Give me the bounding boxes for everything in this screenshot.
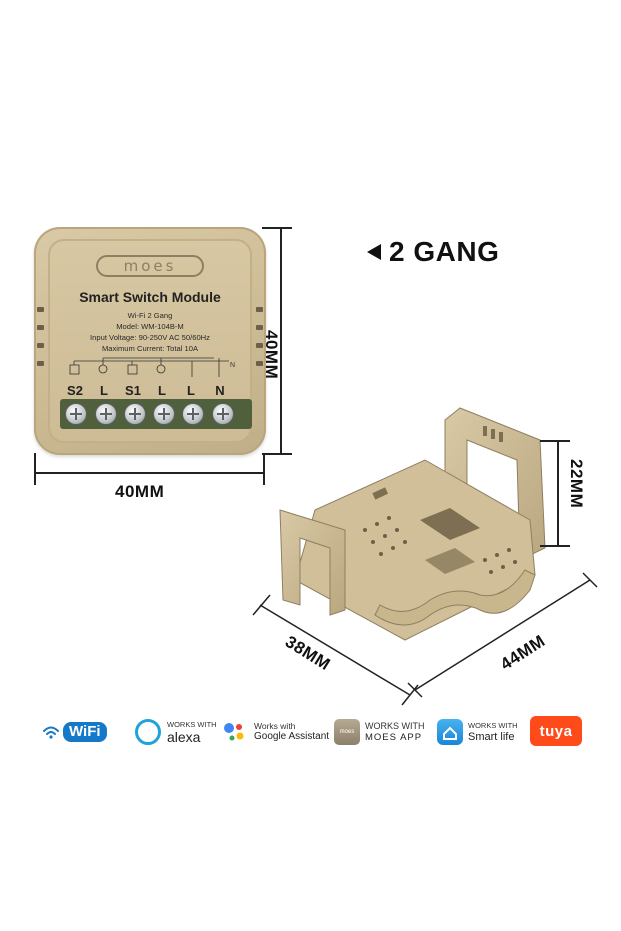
wiring-diagram: N: [69, 357, 235, 377]
screw-terminal: [124, 403, 146, 425]
vent: [256, 325, 263, 330]
google-text: Google Assistant: [254, 731, 330, 742]
module-spec-line: Model: WM-104B-M: [116, 322, 184, 331]
dimension-tick: [540, 440, 570, 442]
smart-life-works-with: WORKS WITH: [468, 720, 518, 730]
screw-terminal: [95, 403, 117, 425]
screw-terminal: [182, 403, 204, 425]
gang-text: 2 GANG: [389, 236, 500, 267]
alexa-logo: WORKS WITH alexa: [135, 714, 217, 750]
screw-terminal: [153, 403, 175, 425]
dimension-tick: [262, 227, 292, 229]
terminal-label: S2: [67, 383, 83, 398]
terminal-label: L: [100, 383, 108, 398]
vent: [256, 361, 263, 366]
module-title: Smart Switch Module: [79, 289, 221, 305]
moes-works-with: WORKS WITH: [365, 720, 425, 731]
google-works-with: Works with: [254, 721, 296, 731]
dimension-tick: [540, 545, 570, 547]
terminal-label: L: [158, 383, 166, 398]
module-height-label: 40MM: [262, 330, 281, 380]
vent: [37, 343, 44, 348]
moes-app-icon: moes: [334, 719, 360, 745]
dimension-line: [34, 472, 264, 474]
smart-life-icon: [437, 719, 463, 745]
svg-text:N: N: [230, 362, 235, 369]
terminal-label: L: [187, 383, 195, 398]
vent: [37, 307, 44, 312]
wifi-logo: WiFi: [42, 714, 107, 750]
dimension-tick: [262, 453, 292, 455]
dimension-line: [557, 440, 559, 546]
screw-terminal: [212, 403, 234, 425]
module-spec-line: Input Voltage: 90-250V AC 50/60Hz: [90, 333, 210, 342]
moes-app-logo: moes WORKS WITH MOES APP: [334, 714, 425, 750]
terminal-labels: S2 L S1 L L N: [62, 383, 248, 398]
smart-switch-module: moes Smart Switch Module Wi-Fi 2 Gang Mo…: [34, 227, 266, 455]
smart-life-logo: WORKS WITH Smart life: [437, 714, 518, 750]
tuya-logo: tuya: [530, 716, 582, 746]
vent: [256, 343, 263, 348]
terminal-block: [60, 399, 252, 429]
screw-terminal: [65, 403, 87, 425]
smart-life-text: Smart life: [468, 730, 515, 743]
moes-text: MOES APP: [365, 731, 423, 743]
google-assistant-logo: Works with Google Assistant: [223, 714, 329, 750]
vent: [37, 325, 44, 330]
bracket-width-dimension: [407, 572, 598, 698]
tuya-text: tuya: [539, 722, 573, 740]
alexa-works-with: WORKS WITH: [167, 719, 217, 729]
bracket-depth-dimension: [252, 594, 419, 706]
mounting-bracket: [279, 407, 546, 641]
module-spec-line: Wi-Fi 2 Gang: [127, 311, 173, 320]
dimension-line: [280, 227, 282, 454]
left-triangle-icon: [367, 244, 381, 260]
wifi-badge: WiFi: [63, 722, 107, 742]
terminal-label: S1: [125, 383, 141, 398]
brand-logo: moes: [96, 255, 204, 277]
module-width-label: 40MM: [115, 482, 165, 501]
terminal-label: N: [215, 383, 225, 398]
vent: [256, 307, 263, 312]
google-assistant-icon: [224, 723, 244, 741]
gang-label: 2 GANG: [367, 236, 499, 268]
alexa-text: alexa: [167, 728, 201, 745]
dimension-tick: [34, 453, 36, 485]
bracket-height-label: 22MM: [567, 459, 586, 509]
alexa-icon: [135, 719, 161, 745]
dimension-tick: [263, 453, 265, 485]
module-spec-line: Maximum Current: Total 10A: [101, 344, 199, 353]
wifi-icon: [43, 726, 59, 739]
vent: [37, 361, 44, 366]
